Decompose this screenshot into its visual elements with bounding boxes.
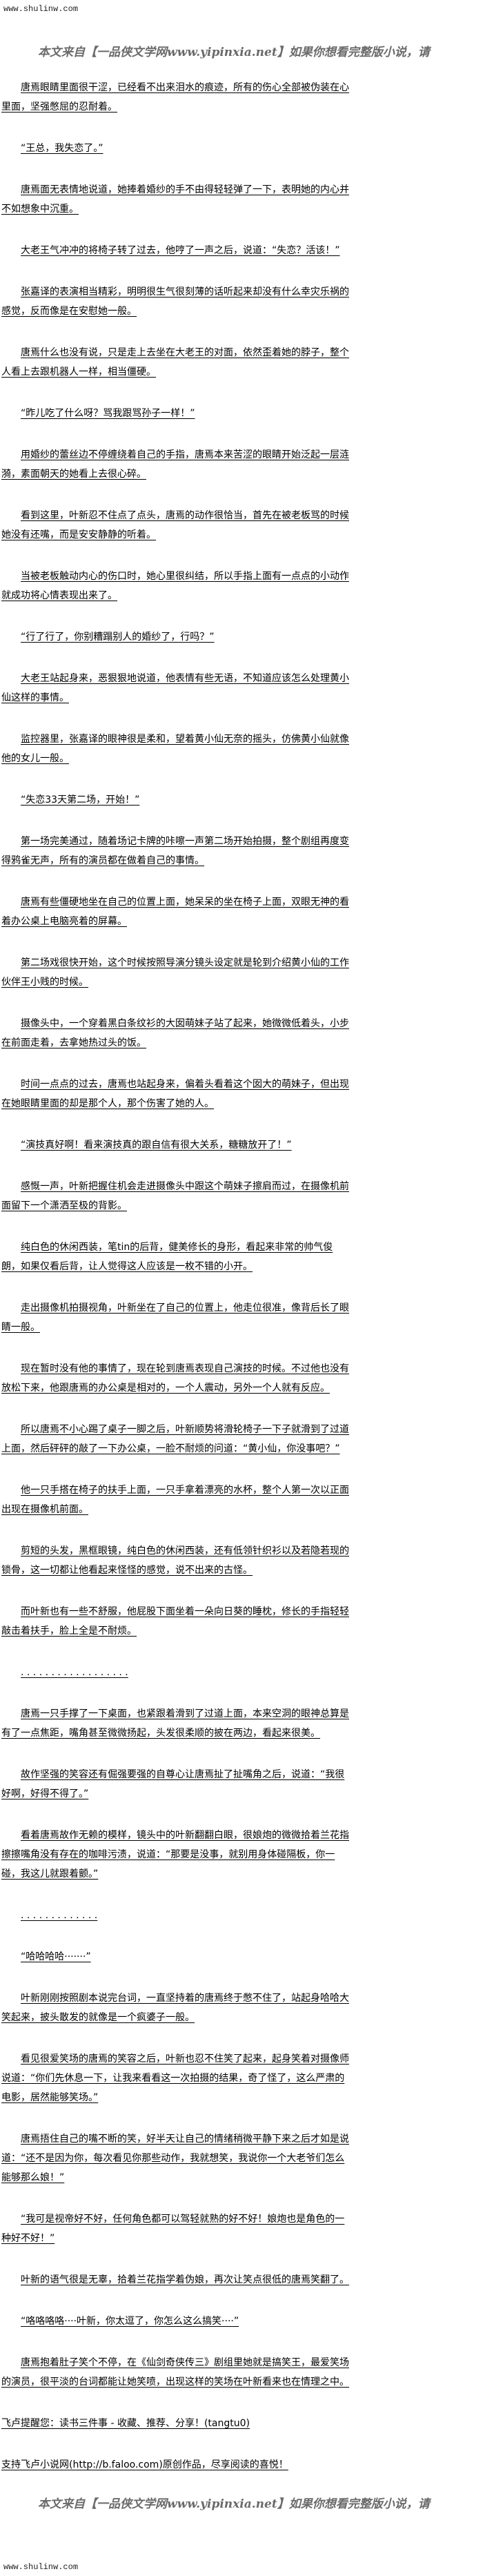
chapter-content: 唐焉眼睛里面很干涩，已经看不出来泪水的痕迹，所有的伤心全部被伪装在心里面，坚强憋… — [1, 78, 352, 2497]
footer-support: 支持飞卢小说网(http://b.faloo.com)原创作品，尽享阅读的喜悦！ — [1, 2459, 288, 2470]
paragraph: 第二场戏很快开始，这个时候按照导演分镜头设定就是轮到介绍黄小仙的工作伙伴王小贱的… — [1, 957, 349, 988]
paragraph: 大老王气冲冲的将椅子转了过去，他哼了一声之后，说道：“失恋？活该！” — [21, 245, 340, 256]
paragraph: “昨儿吃了什么呀？骂我跟骂孙子一样！” — [21, 408, 195, 419]
paragraph: 唐焉有些僵硬地坐在自己的位置上面，她呆呆的坐在椅子上面，双眼无神的看着办公桌上电… — [1, 897, 349, 927]
paragraph: 第一场完美通过，随着场记卡牌的咔嚓一声第二场开始拍摄，整个剧组再度变得鸦雀无声，… — [1, 836, 349, 866]
paragraph: 时间一点点的过去，唐焉也站起身来，偏着头看着这个囡大的萌妹子，但出现在她眼睛里面… — [1, 1079, 349, 1109]
paragraph: 剪短的头发，黑框眼镜，纯白色的休闲西装，还有低领针织衫以及若隐若现的锁骨，这一切… — [1, 1545, 349, 1576]
paragraph: “演技真好啊！看来演技真的跟自信有很大关系，糖糖放开了！” — [21, 1140, 292, 1151]
paragraph: “我可是视帝好不好，任何角色都可以驾轻就熟的好不好！娘炮也是角色的一种好不好！” — [1, 2214, 345, 2244]
paragraph: 走出摄像机拍摄视角，叶新坐在了自己的位置上，他走位很准，像背后长了眼睛一般。 — [1, 1302, 349, 1333]
paragraph: “咯咯咯咯····叶新，你太逗了，你怎么这么搞笑····” — [21, 2316, 239, 2327]
site-url-bottom: www.shulinw.com — [3, 2562, 79, 2572]
paragraph: 纯白色的休闲西装，笔tin的后背，健美修长的身形，看起来非常的帅气俊朗，如果仅看… — [1, 1242, 333, 1272]
paragraph: 张嘉译的表演相当精彩，明明很生气很刻薄的话听起来却没有什么幸灾乐祸的感觉，反而像… — [1, 286, 349, 317]
paragraph: 所以唐焉不小心踢了桌子一脚之后，叶新顺势将滑轮椅子一下子就滑到了过道上面，然后砰… — [1, 1424, 349, 1454]
paragraph: 唐焉面无表情地说道，她捧着婚纱的手不由得轻轻弹了一下，表明她的内心并不如想象中沉… — [1, 184, 349, 215]
paragraph: 现在暂时没有他的事情了，现在轮到唐焉表现自己演技的时候。不过他也没有放松下来，他… — [1, 1363, 349, 1394]
paragraph: 大老王站起身来，恶狠狠地说道，他表情有些无语，不知道应该怎么处理黄小仙这样的事情… — [1, 673, 349, 703]
paragraph: 摄像头中，一个穿着黑白条纹衫的大囡萌妹子站了起来，她微微低着头，小步在前面走着，… — [1, 1018, 349, 1048]
paragraph: 看见很爱笑场的唐焉的笑容之后，叶新也忍不住笑了起来，起身笑着对摄像师说道：“你们… — [1, 2053, 349, 2103]
paragraph: 叶新刚刚按照剧本说完台词，一直坚持着的唐焉终于憋不住了，站起身哈哈大笑起来，披头… — [1, 1993, 349, 2023]
paragraph: 当被老板触动内心的伤口时，她心里很纠结，所以手指上面有一点点的小动作就成功将心情… — [1, 571, 349, 601]
paragraph: 而叶新也有一些不舒服，他屁股下面坐着一朵向日葵的睡枕，修长的手指轻轻敲击着扶手，… — [1, 1606, 349, 1637]
paragraph: . . . . . . . . . . . . . . . . . . — [21, 1667, 128, 1678]
paragraph: 唐焉眼睛里面很干涩，已经看不出来泪水的痕迹，所有的伤心全部被伪装在心里面，坚强憋… — [1, 82, 349, 113]
paragraph: “王总，我失恋了。” — [21, 143, 103, 154]
paragraph: 唐焉抱着肚子笑个不停，在《仙剑奇侠传三》剧组里她就是搞笑王，最爱笑场的演员，很平… — [1, 2357, 349, 2388]
paragraph: 故作坚强的笑容还有倔强要强的自尊心让唐焉扯了扯嘴角之后，说道：“我很好啊，好得不… — [1, 1769, 345, 1799]
paragraph: 唐焉捂住自己的嘴不断的笑，好半天让自己的情绪稍微平静下来之后才如是说道：“还不是… — [1, 2134, 349, 2183]
paragraph: “哈哈哈哈·······” — [21, 1951, 91, 1962]
paragraph: . . . . . . . . . . . . . — [21, 1910, 98, 1921]
paragraph: 唐焉什么也没有说，只是走上去坐在大老王的对面，依然歪着她的脖子，整个人看上去跟机… — [1, 347, 349, 378]
source-banner-top: 本文来自【一品侠文学网www.yipinxia.net】如果你想看完整版小说，请 — [38, 46, 430, 59]
paragraph: 他一只手搭在椅子的扶手上面，一只手拿着漂亮的水杯，整个人第一次以正面出现在摄像机… — [1, 1485, 349, 1515]
site-url: www.shulinw.com — [3, 4, 79, 14]
paragraph: “失恋33天第二场，开始！” — [21, 794, 140, 806]
paragraph: “行了行了，你别糟蹋别人的婚纱了，行吗？” — [21, 632, 215, 643]
paragraph: 感慨一声，叶新把握住机会走进摄像头中跟这个萌妹子擦肩而过，在摄像机前面留下一个潇… — [1, 1181, 349, 1211]
paragraph: 叶新的语气很是无辜，拾着兰花指学着伪娘，再次让笑点很低的唐焉笑翻了。 — [21, 2274, 349, 2285]
paragraph: 看到这里，叶新忍不住点了点头，唐焉的动作很恰当，首先在被老板骂的时候她没有还嘴，… — [1, 510, 349, 540]
paragraph: 监控器里，张嘉译的眼神很是柔和，望着黄小仙无奈的摇头，仿佛黄小仙就像他的女儿一般… — [1, 734, 349, 764]
paragraph: 看着唐焉故作无赖的模样，镜头中的叶新翻翻白眼，很娘炮的微微拾着兰花指擦擦嘴角没有… — [1, 1830, 349, 1880]
footer-reminder: 飞卢提醒您：读书三件事 - 收藏、推荐、分享！(tangtu0) — [1, 2418, 250, 2429]
source-banner-bottom: 本文来自【一品侠文学网www.yipinxia.net】如果你想看完整版小说，请 — [38, 2497, 430, 2511]
paragraph: 用婚纱的蕾丝边不停缠绕着自己的手指，唐焉本来苦涩的眼睛开始泛起一层涟漪，素面朝天… — [1, 449, 349, 480]
paragraph: 唐焉一只手撑了一下桌面，也紧跟着滑到了过道上面，本来空洞的眼神总算是有了一点焦距… — [1, 1708, 349, 1739]
